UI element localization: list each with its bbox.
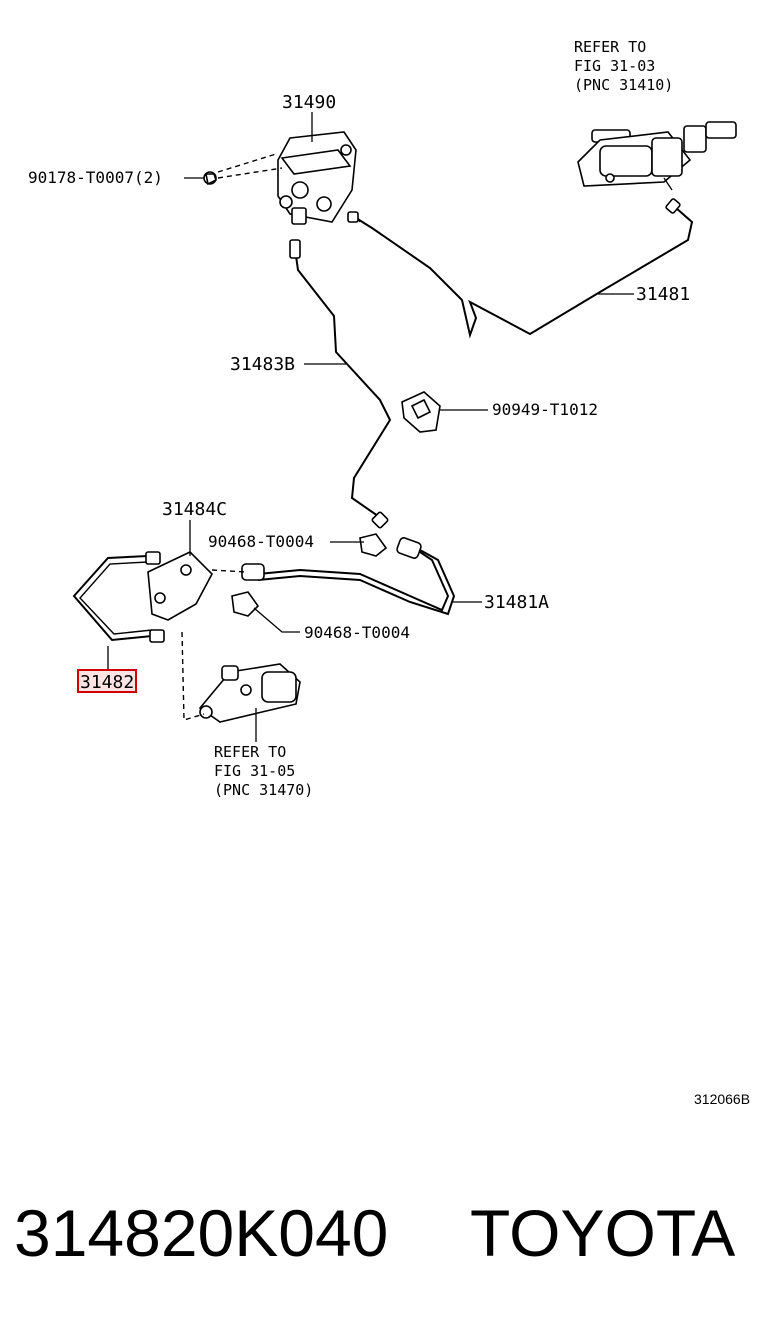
clip-90468-upper[interactable] xyxy=(359,533,388,557)
label-90468-upper: 90468-T0004 xyxy=(208,532,314,551)
clutch-release-cylinder[interactable] xyxy=(198,663,301,723)
release-ref-line1: REFER TO xyxy=(214,743,286,761)
clamp-90949[interactable] xyxy=(401,391,441,433)
tube-31483b[interactable] xyxy=(295,255,392,517)
clutch-master-cylinder[interactable] xyxy=(577,121,737,191)
label-31483b: 31483B xyxy=(230,354,295,375)
tube-31481[interactable] xyxy=(355,207,694,339)
clip-90468-lower[interactable] xyxy=(231,591,260,617)
bracket-31484c[interactable] xyxy=(147,551,213,621)
label-90178: 90178-T0007(2) xyxy=(28,168,163,187)
master-ref-line3: (PNC 31410) xyxy=(574,76,673,94)
highlight-box-31482 xyxy=(77,669,137,693)
brand-name: TOYOTA xyxy=(470,1196,735,1270)
tube-31482[interactable] xyxy=(72,555,153,642)
part-number: 314820K040 xyxy=(14,1196,388,1270)
label-90468-lower: 90468-T0004 xyxy=(304,623,410,642)
clutch-valve-31490[interactable] xyxy=(277,131,357,225)
master-ref-line2: FIG 31-03 xyxy=(574,57,655,75)
label-31490: 31490 xyxy=(282,92,336,113)
diagram-code: 312066B xyxy=(694,1091,750,1107)
bolt-90178[interactable] xyxy=(203,171,217,186)
label-31481a: 31481A xyxy=(484,592,549,613)
hose-31481a[interactable] xyxy=(257,547,450,612)
release-ref-line3: (PNC 31470) xyxy=(214,781,313,799)
release-ref-line2: FIG 31-05 xyxy=(214,762,295,780)
label-31484c: 31484C xyxy=(162,499,227,520)
label-90949: 90949-T1012 xyxy=(492,400,598,419)
label-31481: 31481 xyxy=(636,284,690,305)
master-ref-line1: REFER TO xyxy=(574,38,646,56)
label-31482[interactable]: 31482 xyxy=(80,672,134,693)
